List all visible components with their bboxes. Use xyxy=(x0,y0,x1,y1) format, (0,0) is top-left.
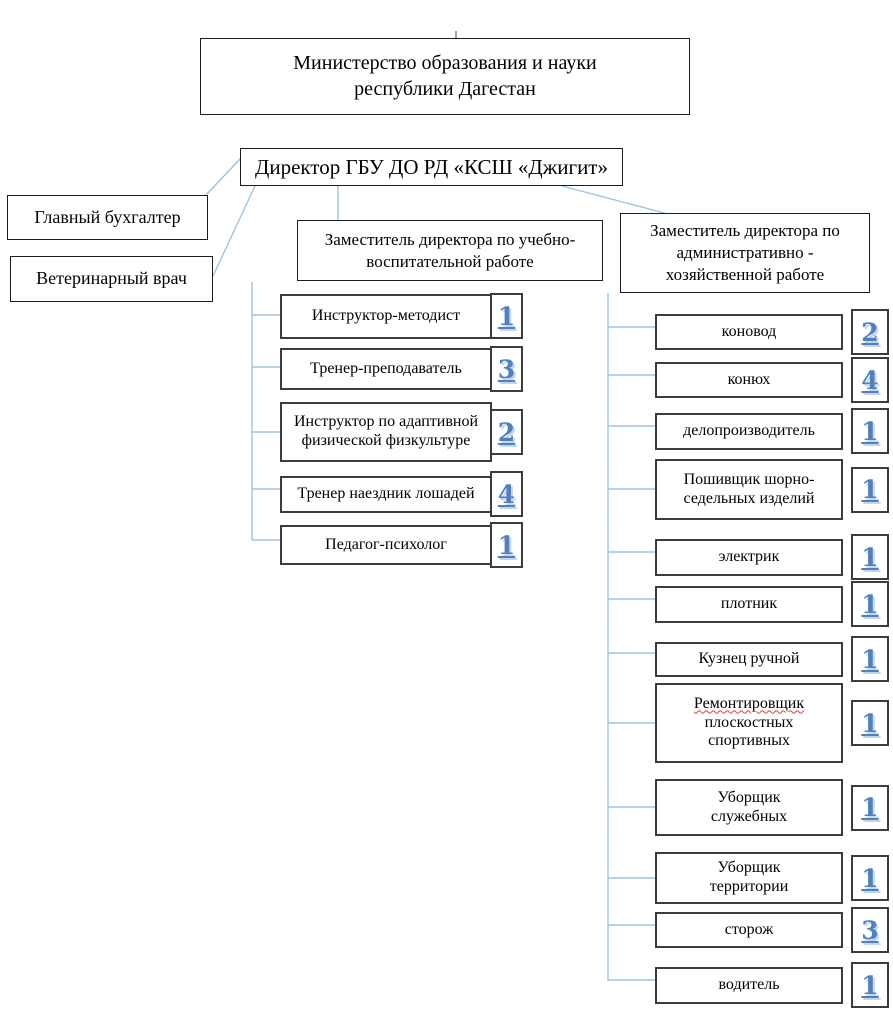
headcount-value: 1 xyxy=(861,589,879,619)
position-row: сторож 3 xyxy=(655,907,889,953)
position-label: делопроизводитель xyxy=(683,421,815,439)
position-label: электрик xyxy=(718,547,780,565)
position-row: Кузнец ручной 1 xyxy=(655,636,889,682)
position-label: Ремонтировщик плоскостных спортивных xyxy=(693,694,805,750)
position-row: Тренер-преподаватель 3 xyxy=(280,346,523,392)
headcount-box: 1 xyxy=(851,962,889,1008)
chief-accountant-box: Главный бухгалтер xyxy=(7,195,208,240)
position-label: Кузнец ручной xyxy=(698,649,800,667)
position-label: Тренер-преподаватель xyxy=(310,359,462,377)
position-box: Инструктор по адаптивной физической физк… xyxy=(280,402,492,462)
position-box: коновод xyxy=(655,314,843,350)
position-row: плотник 1 xyxy=(655,581,889,627)
headcount-box: 1 xyxy=(851,700,889,746)
veterinarian-box: Ветеринарный врач xyxy=(10,256,213,302)
position-row: Инструктор-методист 1 xyxy=(280,293,523,339)
position-row: Тренер наездник лошадей 4 xyxy=(280,471,523,517)
headcount-box: 1 xyxy=(851,408,889,454)
position-label: Тренер наездник лошадей xyxy=(297,484,475,502)
deputy-administrative-label: Заместитель директора по административно… xyxy=(650,221,840,284)
headcount-box: 1 xyxy=(851,534,889,580)
position-row: водитель 1 xyxy=(655,962,889,1008)
position-row: Уборщик служебных 1 xyxy=(655,779,889,836)
position-row: Педагог-психолог 1 xyxy=(280,522,523,568)
position-row: Инструктор по адаптивной физической физк… xyxy=(280,402,523,462)
position-row: Уборщик территории 1 xyxy=(655,852,889,904)
position-box: конюх xyxy=(655,362,843,398)
headcount-box: 1 xyxy=(851,855,889,901)
position-label: Инструктор-методист xyxy=(311,306,461,324)
headcount-value: 3 xyxy=(861,915,879,945)
position-box: Тренер наездник лошадей xyxy=(280,475,492,513)
position-label: Инструктор по адаптивной физической физк… xyxy=(293,413,479,449)
position-row: электрик 1 xyxy=(655,534,889,580)
deputy-administrative-box: Заместитель директора по административно… xyxy=(620,213,870,293)
headcount-value: 1 xyxy=(861,644,879,674)
headcount-value: 1 xyxy=(497,530,516,560)
headcount-box: 2 xyxy=(490,409,523,455)
ministry-box: Министерство образования и науки республ… xyxy=(200,38,690,115)
position-box: Уборщик территории xyxy=(655,852,843,904)
headcount-value: 4 xyxy=(497,479,516,509)
position-box: Ремонтировщик плоскостных спортивных xyxy=(655,683,843,763)
position-box: Кузнец ручной xyxy=(655,641,843,677)
headcount-box: 4 xyxy=(490,471,523,517)
headcount-value: 1 xyxy=(861,970,879,1000)
position-box: Педагог-психолог xyxy=(280,525,492,565)
headcount-value: 2 xyxy=(497,417,516,447)
position-box: плотник xyxy=(655,585,843,623)
position-label: Педагог-психолог xyxy=(325,535,447,553)
headcount-value: 1 xyxy=(861,416,879,446)
veterinarian-label: Ветеринарный врач xyxy=(36,268,187,289)
headcount-box: 1 xyxy=(851,581,889,627)
position-label: Уборщик служебных xyxy=(710,788,788,825)
deputy-education-label: Заместитель директора по учебно- воспита… xyxy=(324,229,576,271)
headcount-box: 1 xyxy=(490,293,523,339)
position-box: электрик xyxy=(655,538,843,576)
headcount-box: 1 xyxy=(851,466,889,513)
position-row: конюх 4 xyxy=(655,357,889,403)
headcount-value: 3 xyxy=(497,354,516,384)
headcount-value: 2 xyxy=(861,317,879,347)
headcount-box: 3 xyxy=(851,907,889,953)
position-label: конюх xyxy=(727,370,771,388)
position-row: делопроизводитель 1 xyxy=(655,408,889,454)
headcount-value: 1 xyxy=(861,793,879,822)
headcount-box: 4 xyxy=(851,357,889,403)
ministry-label: Министерство образования и науки республ… xyxy=(293,51,597,100)
position-row: коновод 2 xyxy=(655,309,889,355)
position-label: Уборщик территории xyxy=(709,859,789,895)
headcount-value: 1 xyxy=(861,863,879,893)
headcount-value: 1 xyxy=(497,301,516,331)
headcount-box: 1 xyxy=(851,636,889,682)
chief-accountant-label: Главный бухгалтер xyxy=(34,206,181,227)
headcount-box: 2 xyxy=(851,309,889,355)
headcount-box: 1 xyxy=(851,784,889,831)
headcount-box: 3 xyxy=(490,346,523,392)
position-label: сторож xyxy=(724,920,774,938)
position-row: Пошивщик шорно- седельных изделий 1 xyxy=(655,459,889,520)
headcount-value: 4 xyxy=(861,365,879,395)
position-box: Тренер-преподаватель xyxy=(280,348,492,390)
position-label: плотник xyxy=(720,594,778,612)
position-label: Пошивщик шорно- седельных изделий xyxy=(683,470,815,507)
headcount-value: 1 xyxy=(861,542,879,572)
headcount-value: 1 xyxy=(861,475,879,504)
headcount-box: 1 xyxy=(490,522,523,568)
position-box: делопроизводитель xyxy=(655,412,843,450)
position-box: Уборщик служебных xyxy=(655,779,843,836)
deputy-education-box: Заместитель директора по учебно- воспита… xyxy=(297,220,603,281)
position-label: коновод xyxy=(721,322,777,340)
headcount-value: 1 xyxy=(861,708,879,738)
position-row: Ремонтировщик плоскостных спортивных 1 xyxy=(655,683,889,763)
position-box: водитель xyxy=(655,966,843,1004)
director-box: Директор ГБУ ДО РД «КСШ «Джигит» xyxy=(240,148,623,186)
director-label: Директор ГБУ ДО РД «КСШ «Джигит» xyxy=(255,154,608,179)
position-box: сторож xyxy=(655,912,843,948)
position-box: Пошивщик шорно- седельных изделий xyxy=(655,459,843,520)
position-label: водитель xyxy=(718,975,780,993)
